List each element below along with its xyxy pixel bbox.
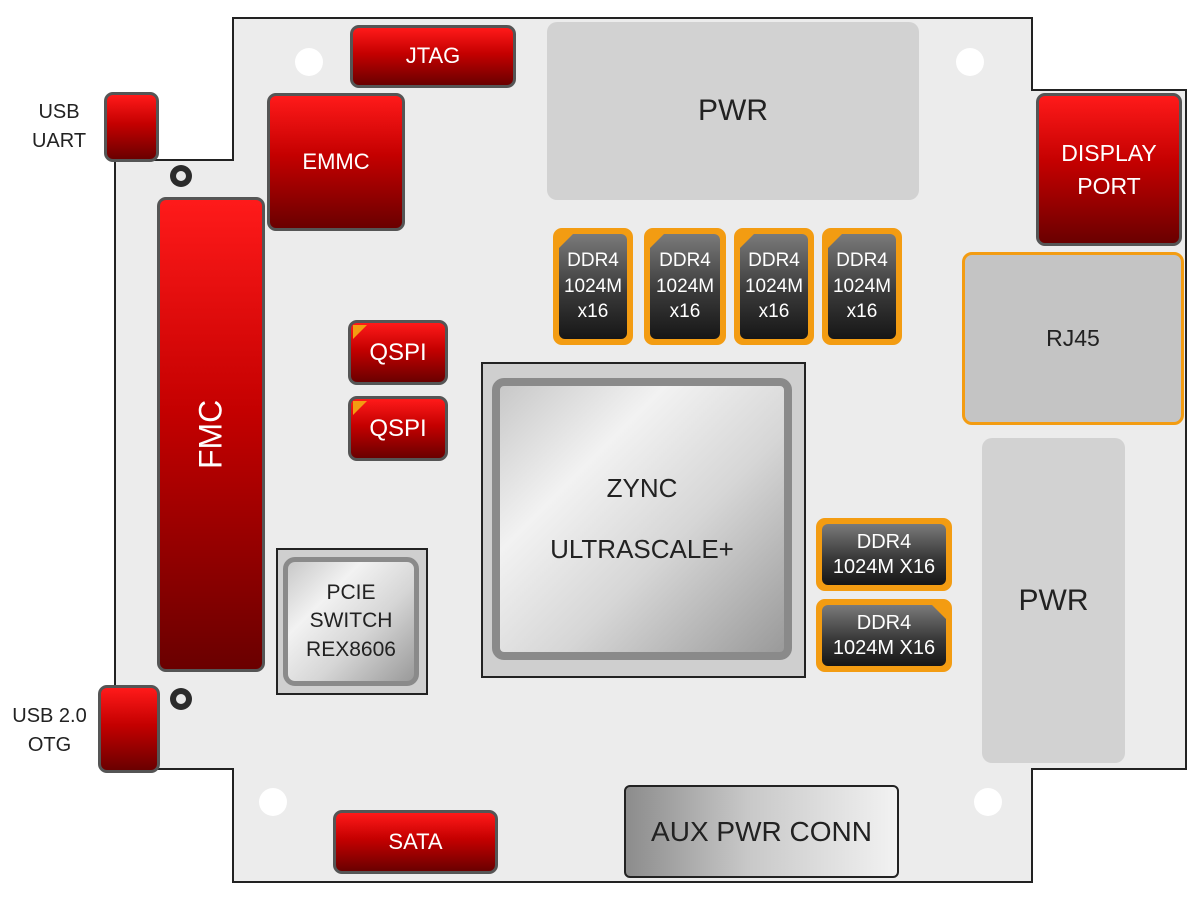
pwr-label: PWR [1018,583,1089,617]
display-port-connector[interactable]: DISPLAY PORT [1036,93,1182,246]
pcie-switch[interactable]: PCIE SWITCH REX8606 [283,557,419,686]
pin1-marker [559,234,573,248]
pwr-block-right: PWR [982,438,1125,763]
fmc-label: FMC [192,399,229,470]
ddr4-label: DDR4 1024M X16 [832,611,936,659]
qspi-label: QSPI [369,338,427,366]
ddr4-label: DDR4 1024M x16 [832,250,892,323]
usb-otg-label: USB 2.0 OTG [12,705,87,756]
ddr4-chip[interactable]: DDR4 1024M x16 [734,228,814,345]
screw [170,688,192,710]
sata-connector[interactable]: SATA [333,810,498,874]
emmc-chip[interactable]: EMMC [267,93,405,231]
ddr4-label: DDR4 1024M x16 [744,250,804,323]
mounting-hole [956,48,984,76]
usb-uart-label: USB UART [31,101,87,152]
aux-pwr-label: AUX PWR CONN [651,815,872,847]
ddr4-label: DDR4 1024M x16 [563,250,623,323]
rj45-label: RJ45 [1046,325,1100,351]
ddr4-chip[interactable]: DDR4 1024M X16 [816,518,952,591]
rj45-connector[interactable]: RJ45 [962,252,1184,425]
jtag-label: JTAG [405,43,461,69]
ddr4-chip[interactable]: DDR4 1024M X16 [816,599,952,672]
ultrascale-label: ULTRASCALE+ [550,534,734,564]
mounting-hole [974,788,1002,816]
pcie-label: PCIE SWITCH REX8606 [306,580,396,661]
usb-uart-connector[interactable] [104,92,159,162]
pin1-marker [353,401,367,415]
emmc-label: EMMC [302,148,370,174]
zync-label: ZYNC [606,473,678,503]
pwr-label: PWR [698,94,768,127]
qspi-chip-1[interactable]: QSPI [348,320,448,385]
pin1-marker [650,234,664,248]
ddr4-chip[interactable]: DDR4 1024M x16 [822,228,902,345]
pin1-marker [828,234,842,248]
pin1-marker [932,605,946,619]
zync-ultrascale-soc[interactable]: ZYNC ULTRASCALE+ [492,378,792,660]
display-port-label: DISPLAY PORT [1061,140,1157,199]
ddr4-label: DDR4 1024M x16 [655,250,715,323]
pwr-block-top: PWR [547,22,919,200]
aux-pwr-connector[interactable]: AUX PWR CONN [624,785,899,878]
ddr4-label: DDR4 1024M X16 [832,530,936,578]
ddr4-chip[interactable]: DDR4 1024M x16 [553,228,633,345]
sata-label: SATA [388,828,443,854]
pin1-marker [353,325,367,339]
qspi-label: QSPI [369,414,427,442]
ddr4-chip[interactable]: DDR4 1024M x16 [644,228,726,345]
mounting-hole [259,788,287,816]
jtag-connector[interactable]: JTAG [350,25,516,88]
usb-otg-connector[interactable] [98,685,160,773]
mounting-hole [295,48,323,76]
qspi-chip-2[interactable]: QSPI [348,396,448,461]
screw [170,165,192,187]
pin1-marker [740,234,754,248]
fmc-connector[interactable]: FMC [157,197,265,672]
